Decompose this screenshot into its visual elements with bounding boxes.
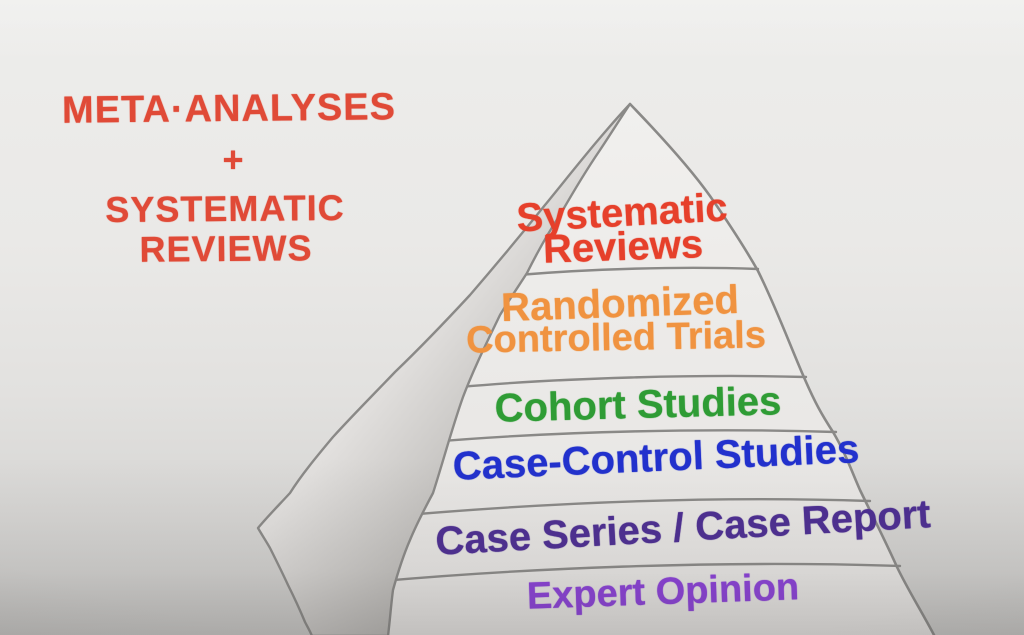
level-divider-4 <box>404 498 872 517</box>
level-divider-1 <box>516 266 760 277</box>
annotation-line-meta-analyses: META·ANALYSES <box>61 86 397 132</box>
pyramid-level-systematic-reviews-line2: Reviews <box>542 222 704 272</box>
pyramid-level-expert-opinion: Expert Opinion <box>526 566 800 618</box>
level-divider-3 <box>428 429 838 444</box>
pyramid-face <box>388 104 934 635</box>
annotation-line-systematic: SYSTEMATIC <box>105 186 345 231</box>
pyramid-right-edge <box>628 102 936 635</box>
level-divider-5 <box>358 562 902 585</box>
annotation-line-reviews: REVIEWS <box>139 227 313 270</box>
level-divider-2 <box>458 374 808 389</box>
pyramid-level-randomized-controlled-trials-line2: Controlled Trials <box>465 314 767 362</box>
pyramid-level-cohort-studies: Cohort Studies <box>494 379 782 431</box>
page-curl <box>256 102 632 635</box>
annotation-line-plus: + <box>222 139 244 180</box>
